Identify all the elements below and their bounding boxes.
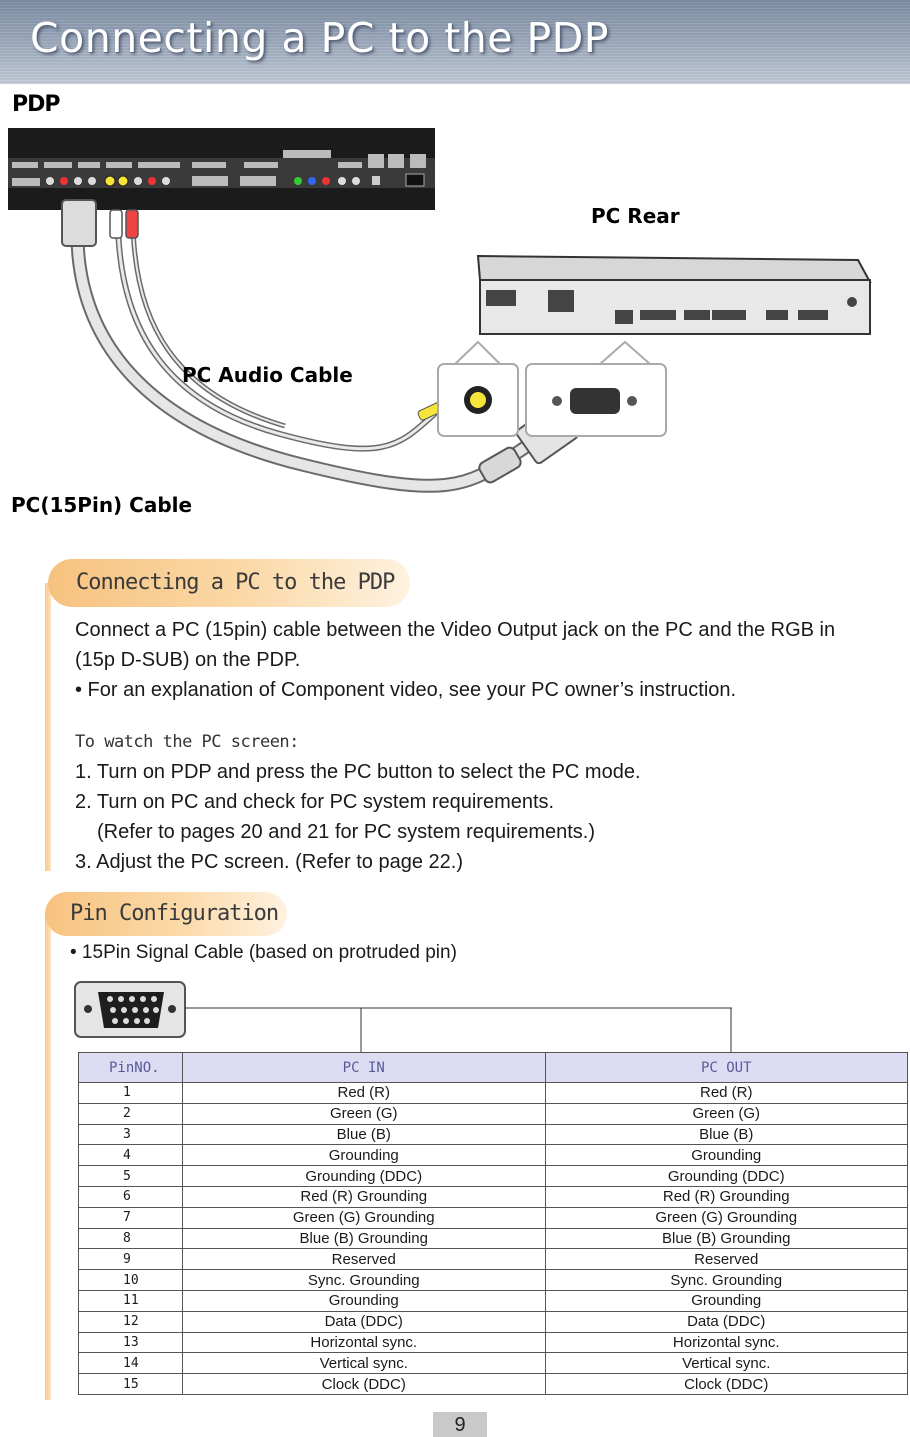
- dsub-connector-illustration: [74, 981, 732, 1052]
- pc-out-value: Grounding (DDC): [544, 1165, 908, 1187]
- cables-illustration: [70, 213, 534, 493]
- page-number: 9: [433, 1412, 487, 1437]
- section1-para-line1: Connect a PC (15pin) cable between the V…: [75, 619, 836, 641]
- section1-para-line2: (15p D-SUB) on the PDP.: [75, 649, 301, 671]
- pc-in-value: Red (R) Grounding: [182, 1185, 546, 1208]
- pc-in-value: Clock (DDC): [182, 1373, 546, 1395]
- pin-number: 15: [78, 1373, 183, 1395]
- pc-out-value: Green (G): [544, 1102, 908, 1125]
- pc-in-value: Green (G) Grounding: [182, 1206, 546, 1229]
- pin-number: 11: [78, 1289, 183, 1312]
- pc-15pin-cable-label: PC(15Pin) Cable: [11, 493, 193, 517]
- pc-out-value: Grounding: [544, 1144, 908, 1167]
- pin-number: 9: [78, 1248, 183, 1271]
- pin-number: 12: [78, 1310, 183, 1333]
- step-3: 3. Adjust the PC screen. (Refer to page …: [75, 851, 463, 873]
- section2-heading-pill: Pin Configuration: [45, 892, 287, 936]
- pc-out-value: Blue (B) Grounding: [544, 1227, 908, 1250]
- pc-rear-illustration: [476, 254, 872, 335]
- pc-in-value: Red (R): [182, 1082, 546, 1104]
- table-header-row: PinNO. PC IN PC OUT: [78, 1052, 908, 1083]
- pc-in-value: Sync. Grounding: [182, 1269, 546, 1291]
- section1-heading-pill: Connecting a PC to the PDP: [48, 559, 410, 607]
- pc-out-value: Red (R): [544, 1082, 908, 1104]
- connection-diagram: PDP PC Rear PC Audio Cable PC(15Pin) Cab…: [0, 84, 910, 534]
- pin-number: 3: [78, 1123, 183, 1146]
- section1-heading: Connecting a PC to the PDP: [76, 570, 395, 595]
- connection-illustration: [8, 128, 872, 493]
- pin-number: 1: [78, 1082, 183, 1104]
- section2-bullet: • 15Pin Signal Cable (based on protruded…: [70, 942, 457, 963]
- pin-number: 10: [78, 1269, 183, 1291]
- pin-number: 8: [78, 1227, 183, 1250]
- pc-in-value: Blue (B): [182, 1123, 546, 1146]
- pc-in-value: Grounding (DDC): [182, 1165, 546, 1187]
- pc-out-value: Vertical sync.: [544, 1352, 908, 1375]
- pin-number: 6: [78, 1185, 183, 1208]
- pc-rear-label: PC Rear: [591, 204, 680, 228]
- pc-in-value: Grounding: [182, 1144, 546, 1167]
- pin-number: 2: [78, 1102, 183, 1125]
- header-pin-no: PinNO.: [78, 1052, 183, 1083]
- pin-number: 5: [78, 1165, 183, 1187]
- section1-accent-bar: [45, 583, 51, 871]
- pc-out-value: Horizontal sync.: [544, 1331, 908, 1354]
- pin-number: 4: [78, 1144, 183, 1167]
- section1-bullet: • For an explanation of Component video,…: [75, 679, 737, 701]
- pc-in-value: Blue (B) Grounding: [182, 1227, 546, 1250]
- pc-out-value: Reserved: [544, 1248, 908, 1271]
- pc-out-value: Blue (B): [544, 1123, 908, 1146]
- pdp-rear-panel-illustration: [8, 128, 435, 210]
- pc-out-value: Data (DDC): [544, 1310, 908, 1333]
- pc-out-value: Clock (DDC): [544, 1373, 908, 1395]
- page-title: Connecting a PC to the PDP: [30, 14, 610, 62]
- pin-number: 7: [78, 1206, 183, 1229]
- step-1: 1. Turn on PDP and press the PC button t…: [75, 761, 641, 783]
- pc-out-value: Red (R) Grounding: [544, 1185, 908, 1208]
- header-pc-out: PC OUT: [544, 1052, 908, 1083]
- pc-out-value: Grounding: [544, 1289, 908, 1312]
- section2-accent-bar: [45, 912, 51, 1400]
- pc-audio-cable-label: PC Audio Cable: [182, 363, 353, 387]
- step-2: 2. Turn on PC and check for PC system re…: [75, 791, 555, 813]
- pc-in-value: Green (G): [182, 1102, 546, 1125]
- pdp-label: PDP: [12, 92, 61, 117]
- pc-in-value: Horizontal sync.: [182, 1331, 546, 1354]
- pin-number: 13: [78, 1331, 183, 1354]
- step-2-note: (Refer to pages 20 and 21 for PC system …: [97, 821, 596, 843]
- watch-heading: To watch the PC screen:: [75, 732, 299, 752]
- title-banner: Connecting a PC to the PDP: [0, 0, 910, 84]
- pin-number: 14: [78, 1352, 183, 1375]
- pc-in-value: Data (DDC): [182, 1310, 546, 1333]
- pc-in-value: Vertical sync.: [182, 1352, 546, 1375]
- pc-out-value: Sync. Grounding: [544, 1269, 908, 1291]
- header-pc-in: PC IN: [182, 1052, 546, 1083]
- section2-heading: Pin Configuration: [70, 901, 279, 926]
- pc-out-value: Green (G) Grounding: [544, 1206, 908, 1229]
- pc-in-value: Reserved: [182, 1248, 546, 1271]
- pc-in-value: Grounding: [182, 1289, 546, 1312]
- port-insets-illustration: [437, 340, 667, 437]
